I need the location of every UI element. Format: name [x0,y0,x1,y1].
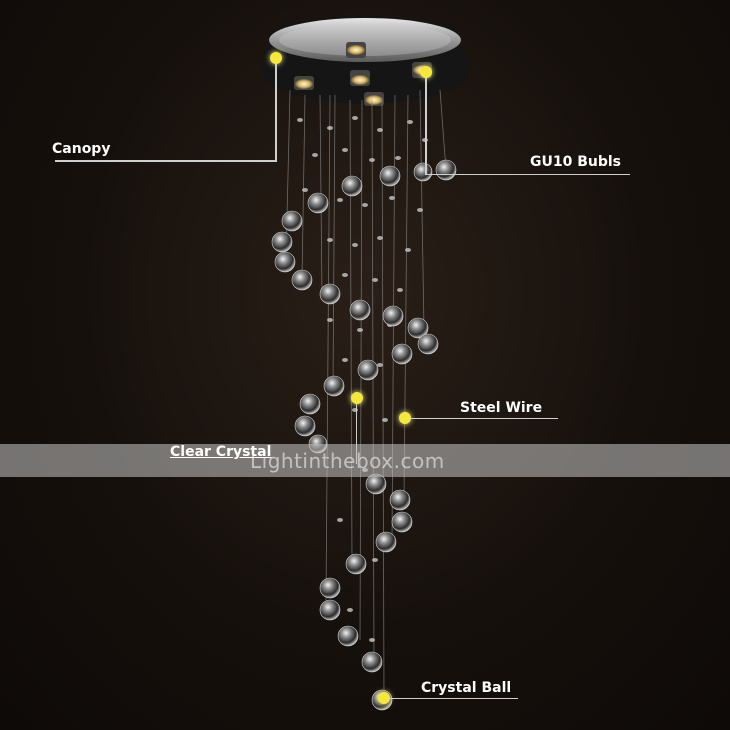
steel-wire-callout-line [410,418,558,419]
bulbs-label: GU10 Bubls [530,154,622,170]
clear-crystal-label: Clear Crystal [170,444,272,460]
crystal-ball-callout-dot [378,692,390,704]
watermark-band [0,444,730,477]
bulbs-callout-line-h [425,174,630,175]
bulbs-callout-dot [420,66,432,78]
clear-crystal-callout-line [356,404,357,464]
canopy-label: Canopy [52,141,111,157]
steel-wire-callout-dot [399,412,411,424]
gu10-bulbs [294,42,432,106]
crystal-ball-callout-line [390,698,518,699]
canopy-callout-line [275,64,277,161]
canopy-callout-line-h [55,160,277,162]
steel-wire-label: Steel Wire [460,400,543,416]
crystal-balls [271,159,457,711]
watermark-text: Lightinthebox.com [250,449,445,473]
canopy-callout-dot [270,52,282,64]
clear-crystal-callout-dot [351,392,363,404]
bulbs-callout-line [425,78,427,174]
canopy-plate [262,16,470,104]
crystal-ball-label: Crystal Ball [421,680,512,696]
